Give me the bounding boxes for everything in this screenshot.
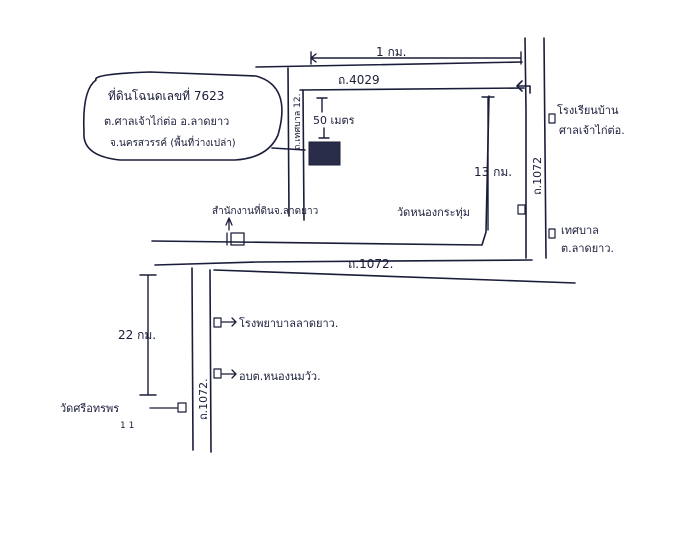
- sao-arrow: [221, 369, 237, 379]
- distance-50m-arrow: [316, 97, 328, 113]
- school-label: โรงเรียนบ้าน: [557, 103, 619, 117]
- road-1072-right-left-edge: [524, 37, 527, 259]
- road-1072-right-right-edge: [543, 37, 547, 259]
- temple-right-marker-icon: [517, 204, 526, 215]
- temple-left-marker-icon: [177, 402, 187, 413]
- soi-12-right-edge: [302, 89, 305, 221]
- school-label-2: ศาลเจ้าไก่ต่อ.: [559, 124, 625, 137]
- hospital-marker-icon: [213, 317, 222, 328]
- soi-12-label: ถ.เทศบาล 12.: [293, 94, 303, 151]
- road-1072-horizontal-bottom-edge: [213, 269, 576, 284]
- road-1072-right-label: ถ.1072: [531, 157, 544, 195]
- distance-22km-label: 22 กม.: [118, 328, 156, 342]
- distance-1km-line: [310, 51, 522, 65]
- sao-label: อบต.หนองนมวัว.: [239, 370, 321, 383]
- distance-13km-label: 13 กม.: [474, 165, 512, 179]
- turn-arrow-icon: [516, 80, 531, 94]
- plot-title-line3: จ.นครสวรรค์ (พื้นที่ว่างเปล่า): [110, 135, 236, 149]
- land-office-label: สำนักงานที่ดินจ.ลาดยาว: [212, 203, 318, 217]
- hospital-arrow: [221, 317, 237, 327]
- temple-right-label: วัดหนองกระทุ่ม: [397, 206, 470, 219]
- sao-marker-icon: [213, 368, 222, 379]
- road-1072-left-right-edge: [209, 269, 212, 453]
- middle-road-bottom-edge: [154, 259, 533, 266]
- road-1072-left-label: ถ.1072.: [197, 378, 210, 420]
- distance-1km-label: 1 กม.: [376, 45, 406, 59]
- road-4029-top-edge: [255, 61, 523, 68]
- distance-13km-line: [481, 96, 495, 231]
- municipal-label: เทศบาล: [561, 224, 599, 237]
- plot-bubble: [82, 71, 283, 161]
- road-1072-horizontal-label: ถ.1072.: [348, 257, 393, 271]
- distance-50m-label: 50 เมตร: [313, 114, 355, 127]
- distance-22km-line: [139, 274, 157, 396]
- hospital-label: โรงพยาบาลลาดยาว.: [239, 316, 338, 330]
- temple-left-label: วัดศรีอทรพร: [60, 402, 119, 415]
- school-marker-icon: [548, 113, 556, 124]
- road-1072-left-left-edge: [191, 267, 194, 451]
- municipal-label-2: ต.ลาดยาว.: [561, 242, 614, 255]
- municipal-marker-icon: [548, 228, 556, 239]
- plot-title-line1: ที่ดินโฉนดเลขที่ 7623: [108, 87, 224, 103]
- land-plot: [308, 141, 341, 166]
- bubble-pointer: [271, 147, 306, 151]
- road-4029-label: ถ.4029: [338, 73, 380, 87]
- road-4029-bottom-edge: [299, 87, 525, 91]
- land-office-marker-icon: [225, 217, 245, 246]
- soi-12-left-edge: [287, 67, 290, 217]
- temple-left-label-2: 1 1: [120, 421, 134, 431]
- distance-50m-bottom-tick: [318, 127, 330, 139]
- plot-title-line2: ต.ศาลเจ้าไก่ต่อ อ.ลาดยาว: [104, 115, 229, 128]
